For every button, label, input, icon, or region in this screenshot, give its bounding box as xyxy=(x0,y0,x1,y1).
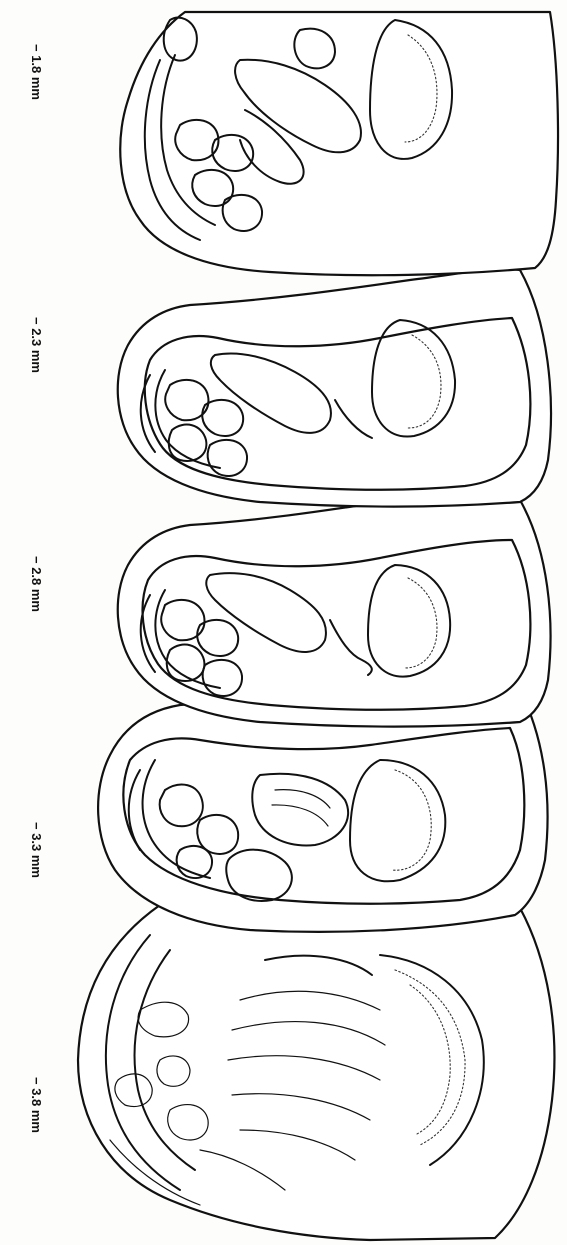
section-1.8mm xyxy=(120,12,558,275)
section-2.3mm xyxy=(118,269,551,507)
section-2.8mm xyxy=(118,494,551,727)
